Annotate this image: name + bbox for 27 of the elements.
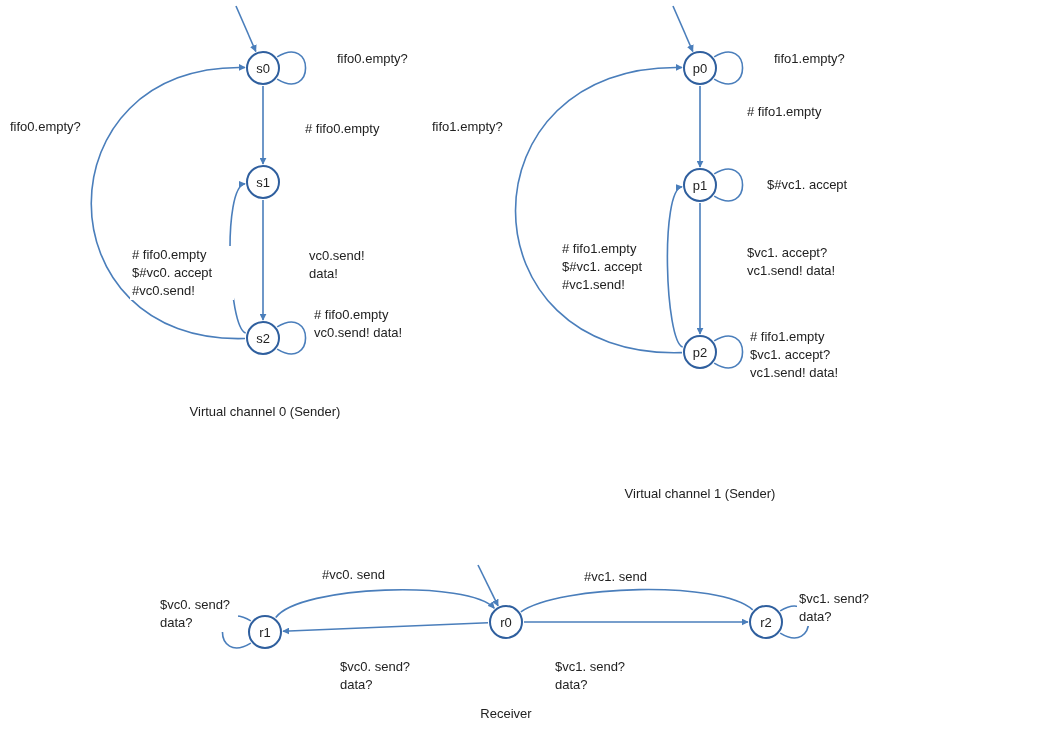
arrow — [672, 5, 694, 53]
arrow — [259, 85, 267, 165]
state-circle: p1 — [683, 168, 717, 202]
arrow — [235, 5, 257, 53]
connector-line — [520, 588, 754, 613]
arrow — [514, 64, 683, 354]
state-circle: s0 — [246, 51, 280, 85]
state-circle: s2 — [246, 321, 280, 355]
diagram-caption: Virtual channel 1 (Sender) — [624, 486, 776, 501]
state-circle: p2 — [683, 335, 717, 369]
arrow — [696, 85, 704, 168]
diagram-caption: Virtual channel 0 (Sender) — [189, 404, 341, 419]
arrow — [477, 564, 499, 607]
state-circle: p0 — [683, 51, 717, 85]
arrow — [666, 186, 684, 348]
state-circle: s1 — [246, 165, 280, 199]
arrow — [274, 589, 496, 619]
state-circle: r1 — [248, 615, 282, 649]
state-circle: r2 — [749, 605, 783, 639]
edge-label: # fifo0.empty $#vc0. accept #vc0.send! — [130, 246, 234, 300]
arrow — [696, 202, 704, 335]
state-circle: r0 — [489, 605, 523, 639]
arrow — [523, 618, 749, 626]
arrow — [90, 64, 246, 340]
arrow — [282, 621, 489, 635]
diagram-caption: Receiver — [480, 706, 532, 721]
arrow — [259, 199, 267, 321]
